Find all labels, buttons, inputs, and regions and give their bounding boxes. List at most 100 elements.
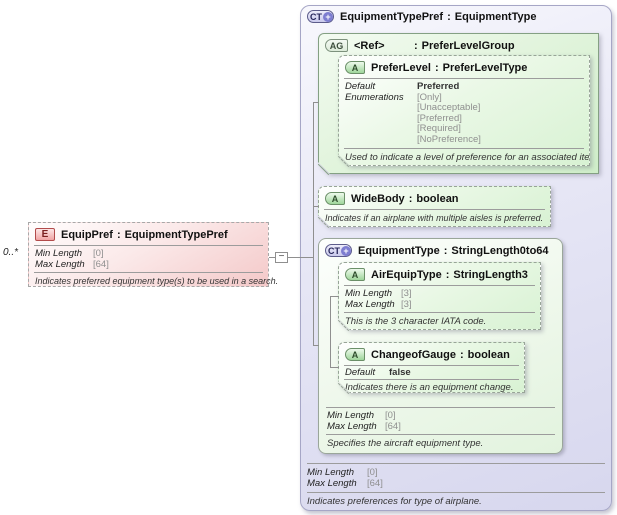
complextype-title: EquipmentTypePref:EquipmentType xyxy=(340,11,536,23)
ct-icon-label: CT xyxy=(310,11,322,22)
element-box-equippref[interactable]: E EquipPref:EquipmentTypePref Min Length… xyxy=(28,222,278,287)
attribute-box-widebody[interactable]: A WideBody:boolean Indicates if an airpl… xyxy=(317,186,551,229)
facet-row: Max Length[64] xyxy=(301,478,611,489)
attribute-box-airequiptype[interactable]: A AirEquipType:StringLength3 Min Length [… xyxy=(337,262,541,332)
facet-label: Default xyxy=(345,367,376,378)
attribute-name: WideBody xyxy=(351,192,405,205)
facet-label: Min Length xyxy=(345,288,393,299)
divider xyxy=(307,492,605,493)
complextype-annotation: Indicates preferences for type of airpla… xyxy=(307,496,482,507)
attribute-annotation: Indicates there is an equipment change. xyxy=(345,382,514,393)
facet-row: Min Length [0] xyxy=(319,410,562,421)
divider xyxy=(326,434,555,435)
attribute-type: StringLength3 xyxy=(453,268,528,281)
connector-stub-changeofgauge xyxy=(330,367,339,368)
attribute-name: ChangeofGauge xyxy=(371,348,456,361)
complextype-header: CT+ EquipmentTypePref:EquipmentType xyxy=(301,6,611,26)
attribute-title: ChangeofGauge:boolean xyxy=(371,349,510,361)
facet-row: Min Length [0] xyxy=(301,467,611,478)
attribute-header: A WideBody:boolean xyxy=(319,187,550,209)
divider xyxy=(326,407,555,408)
enum-value: [Preferred] xyxy=(417,112,462,124)
attribute-icon: A xyxy=(345,348,365,361)
facet-label: Min Length xyxy=(327,410,375,421)
facet-value: [64] xyxy=(93,259,109,270)
facet-label: Max Length xyxy=(345,299,395,310)
facet-value: [0] xyxy=(367,467,378,478)
facet-label: Min Length xyxy=(35,248,83,259)
attribute-box-changeofgauge[interactable]: A ChangeofGauge:boolean Default false Ind… xyxy=(337,342,525,395)
element-icon: E xyxy=(35,228,55,241)
complextype-type: StringLength0to64 xyxy=(451,244,549,257)
attribute-icon: A xyxy=(345,268,365,281)
facet-value: Preferred xyxy=(417,81,460,92)
title-separator: : xyxy=(408,192,413,205)
facet-value: [3] xyxy=(401,288,412,299)
title-separator: : xyxy=(443,244,448,257)
divider xyxy=(307,463,605,464)
facet-value: [0] xyxy=(93,248,104,259)
facet-label: Default xyxy=(345,81,376,92)
title-separator: : xyxy=(445,268,450,281)
expand-icon[interactable]: + xyxy=(323,11,333,22)
attribute-title: WideBody:boolean xyxy=(351,193,459,205)
complextype-facets: Min Length [0] Max Length[64] xyxy=(301,464,611,492)
attribute-facets: Default Preferred Enumerations [Only] [Una… xyxy=(339,79,589,148)
attributegroup-type: PreferLevelGroup xyxy=(421,39,515,52)
divider xyxy=(34,245,263,246)
complextype-footer: Min Length[0] Max Length[64] Specifies t… xyxy=(319,407,562,452)
attribute-icon: A xyxy=(325,192,345,205)
enum-value: [Only] xyxy=(417,91,442,103)
collapse-toggle[interactable]: − xyxy=(275,252,288,263)
facet-value: [64] xyxy=(385,421,401,432)
connector-stub-attributegroup xyxy=(313,102,319,103)
facet-label: Max Length xyxy=(307,478,357,489)
attribute-skin: A ChangeofGauge:boolean Default false Ind… xyxy=(338,342,525,393)
facet-row: Max Length [64] xyxy=(29,259,268,270)
facet-label: Enumerations xyxy=(345,91,404,103)
complextype-box-equipmenttypepref[interactable]: CT+ EquipmentTypePref:EquipmentType AG <… xyxy=(300,5,612,511)
complextype-title: EquipmentType:StringLength0to64 xyxy=(358,245,549,257)
complextype-name: EquipmentType xyxy=(358,244,440,257)
attribute-annotation: Used to indicate a level of preference f… xyxy=(345,152,590,163)
attribute-type: PreferLevelType xyxy=(442,61,528,74)
facet-label: Max Length xyxy=(35,259,85,270)
facet-label: Min Length xyxy=(307,467,355,478)
enum-value: [Required] xyxy=(417,123,461,134)
attribute-header: A ChangeofGauge:boolean xyxy=(339,343,524,365)
facet-value: false xyxy=(389,367,411,378)
attribute-header: A AirEquipType:StringLength3 xyxy=(339,263,540,285)
title-separator: : xyxy=(447,10,451,23)
enum-value: [Unacceptable] xyxy=(417,102,481,113)
title-separator: : xyxy=(459,348,464,361)
complextype-facets: Min Length [0] Max Length [64] xyxy=(319,408,562,434)
complextype-footer: Min Length [0] Max Length[64] Indicates p… xyxy=(301,463,611,510)
complextype-icon: CT+ xyxy=(307,10,334,23)
facet-row: [Preferred] xyxy=(339,114,589,125)
attributegroup-box-ref[interactable]: AG <Ref>:PreferLevelGroup A PreferLevel:… xyxy=(317,33,599,176)
title-separator: : xyxy=(434,61,439,74)
attributegroup-title: <Ref>:PreferLevelGroup xyxy=(354,40,515,52)
element-facets: Min Length [0] Max Length [64] xyxy=(29,246,268,272)
facet-row: [Unacceptable] xyxy=(339,103,589,114)
attribute-title: AirEquipType:StringLength3 xyxy=(371,269,528,281)
attribute-facets: Min Length [3] Max Length[3] xyxy=(339,286,540,312)
enum-value: [NoPreference] xyxy=(417,133,481,145)
attribute-type: boolean xyxy=(416,192,459,205)
expand-icon[interactable]: + xyxy=(341,245,351,256)
facet-value: [0] xyxy=(385,410,396,421)
facet-row: [NoPreference] xyxy=(339,135,589,146)
complextype-box-equipmenttype[interactable]: CT+ EquipmentType:StringLength0to64 A Ai… xyxy=(318,238,563,454)
complextype-name: EquipmentTypePref xyxy=(340,10,444,23)
facet-row: Max Length [64] xyxy=(319,421,562,432)
facet-label: Max Length xyxy=(327,421,377,432)
attribute-type: boolean xyxy=(467,348,510,361)
facet-row: Max Length[3] xyxy=(339,299,540,310)
attributegroup-icon: AG xyxy=(325,39,348,52)
divider xyxy=(344,379,519,380)
divider xyxy=(344,365,519,366)
attribute-skin: A WideBody:boolean Indicates if an airpl… xyxy=(318,186,551,227)
